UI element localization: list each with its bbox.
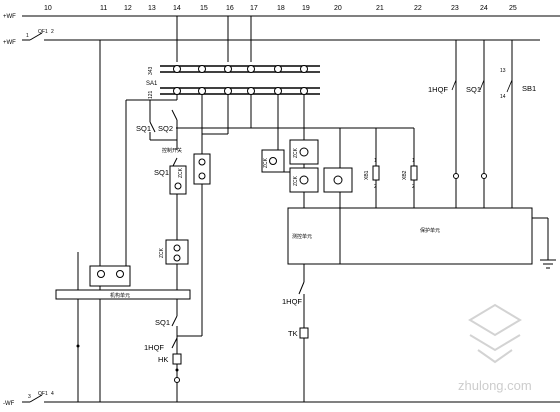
xb1-pin1: 1 [374,158,377,164]
tk-coil [299,327,309,339]
zck-mech-box [89,265,131,287]
col-14: 14 [173,5,181,12]
protection-right-label: 保护单元 [420,227,440,234]
qf1-lower-pin3: 3 [28,394,31,400]
watermark: zhulong.com [458,303,532,393]
vertical-feeders [76,16,513,402]
sa1-contacts-top [173,65,308,73]
hqf-right-label: 1HQF [428,85,448,94]
col-20: 20 [334,5,342,12]
sq-bottom-label: SQ1 [155,318,170,327]
xb2-block [410,165,418,181]
mechanism-area: ZCK 机构单元 [55,239,191,300]
watermark-logo-icon [468,303,522,364]
col-13: 13 [148,5,156,12]
zck-left-box-label: ZCK [263,157,269,168]
sa1-device-label: SA1 [146,81,158,87]
hqf-mid-contact [298,281,305,295]
column-number-row: 10 11 12 13 14 15 16 17 18 19 20 21 22 2… [44,5,517,12]
bus-lines: +WF +WF 1 QF1 2 -WF 3 QF1 4 [3,14,560,407]
col15-wiring [177,134,211,337]
col-19: 19 [302,5,310,12]
hqf-right-contact [451,79,457,91]
xb2-pin1: 1 [412,158,415,164]
qf1-upper-name: QF1 [38,29,48,35]
qf1-lower-name: QF1 [38,391,48,397]
sb1-label: SB1 [522,84,536,93]
sb1-contact [506,79,513,93]
hqf-bottom-contact [171,337,178,349]
col-23: 23 [451,5,459,12]
mech-unit-bar [55,289,191,300]
sq1-mid-box [169,165,187,195]
sq2-label: SQ2 [158,124,173,133]
zck-right-upper-label: ZCK [293,147,299,158]
sa1-contacts-bottom [173,87,308,95]
xb2-pin2: 2 [412,184,415,190]
qf1-upper-pin2: 2 [51,29,54,35]
hk-coil [172,353,182,365]
sq-contacts: SQ1 SQ2 控制开关 SQ1 ZCK [136,100,187,240]
bus-minus-label: -WF [3,401,15,407]
qf1-upper-switch [29,32,43,41]
sq-right-contact [479,79,485,91]
col-24: 24 [480,5,488,12]
sq-right-label: SQ1 [466,85,481,94]
col-25: 25 [509,5,517,12]
protection-left-label: 测控单元 [292,233,312,240]
xb2-label: XB2 [402,170,408,180]
qf1-lower-pin4: 4 [51,391,54,397]
mech-unit-label: 机构单元 [110,292,130,299]
zck-left-lower-label: ZCK [159,247,165,258]
hqf-bottom-label: 1HQF [144,343,164,352]
sb1-pin13: 13 [500,68,506,74]
zck-far-box [323,167,353,193]
col-18: 18 [277,5,285,12]
sq1-mid-label: SQ1 [154,168,169,177]
hk-label: HK [158,355,168,364]
zck-right-group: ZCK ZCK ZCK [261,128,353,208]
sa1-bottom-label: 121 [148,90,154,99]
zck-right-lower-label: ZCK [293,175,299,186]
qf1-lower-switch [29,394,43,403]
protection-unit-box [287,207,533,265]
sa1-top-label: 343 [148,66,154,75]
col-12: 12 [124,5,132,12]
sq1-left-contact [149,121,156,133]
col-17: 17 [250,5,258,12]
col-16: 16 [226,5,234,12]
control-switch-label: 控制开关 [162,147,182,154]
hqf-mid-label: 1HQF [282,297,302,306]
sa1-terminal-strip: 343 121 SA1 [146,65,320,99]
col-15: 15 [200,5,208,12]
sq-bottom-contact [171,315,178,327]
col10-junction [76,344,80,348]
zck-mid-label: ZCK [178,167,184,178]
xb1-label: XB1 [364,170,370,180]
qf1-upper-pin1: 1 [26,33,29,39]
sb1-pin14: 14 [500,94,506,100]
xb1-block [372,165,380,181]
xb-blocks: XB1 1 2 XB2 1 2 [364,158,418,190]
protection-unit: 测控单元 保护单元 [287,207,556,269]
watermark-text: zhulong.com [458,378,532,393]
bus-plus-label: +WF [3,14,16,20]
sq1-left-label: SQ1 [136,124,151,133]
col-11: 11 [100,5,107,12]
col-21: 21 [376,5,384,12]
trip-circuit: SQ1 1HQF HK 1HQF TK [144,264,309,402]
right-control-contacts: 1HQF SQ1 13 14 SB1 [428,68,536,179]
col-22: 22 [414,5,422,12]
bus-second-label: +WF [3,40,16,46]
tk-label: TK [288,329,298,338]
xb1-pin2: 2 [374,184,377,190]
col-10: 10 [44,5,52,12]
